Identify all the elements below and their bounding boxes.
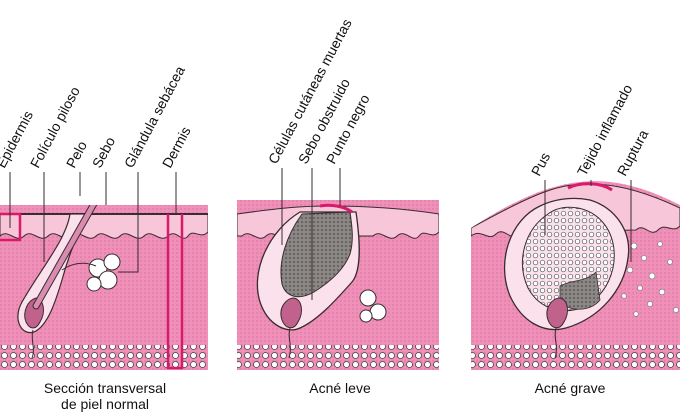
caption-mild-acne: Acné leve bbox=[309, 380, 371, 396]
panel-normal-skin bbox=[0, 205, 208, 370]
caption-normal-line2: de piel normal bbox=[61, 396, 149, 412]
caption-normal-line1: Sección transversal bbox=[43, 380, 167, 396]
panel-severe-acne bbox=[471, 181, 680, 370]
caption-normal-skin: Sección transversal de piel normal bbox=[10, 380, 200, 412]
caption-severe-acne: Acné grave bbox=[534, 380, 606, 396]
panel-mild-acne bbox=[237, 200, 439, 370]
leader-lines bbox=[9, 168, 632, 300]
